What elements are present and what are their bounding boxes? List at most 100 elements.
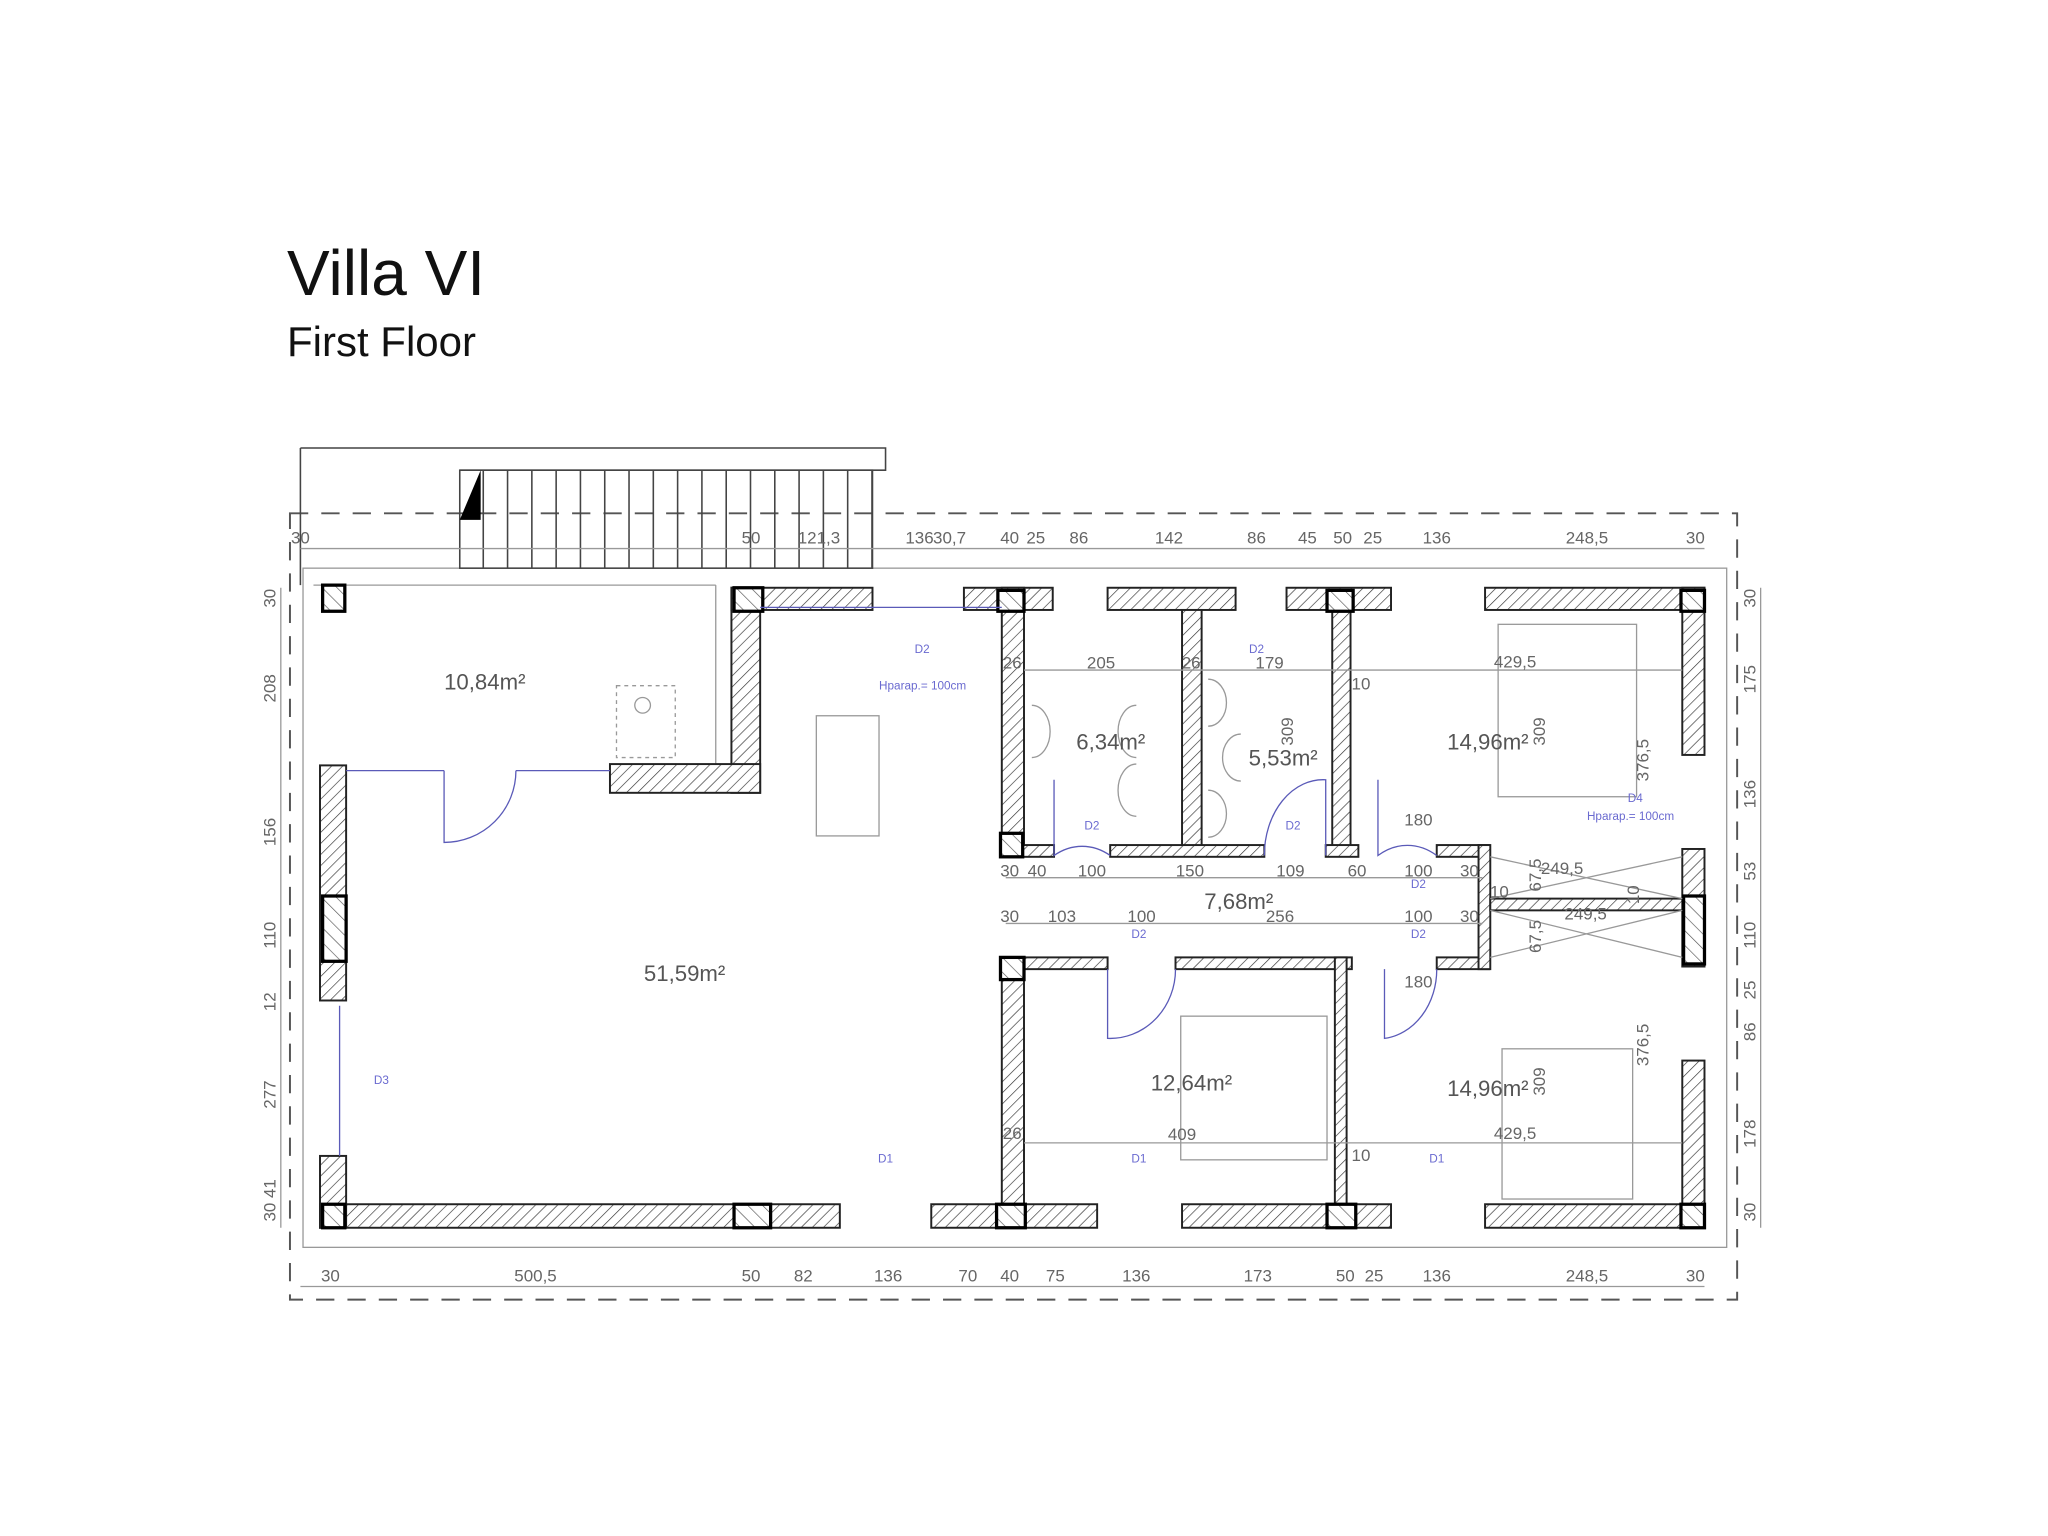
door-tag: D1 (1131, 1152, 1146, 1165)
dimension-right: 110 (1740, 922, 1759, 949)
dimension-top: 86 (1069, 528, 1088, 547)
dimension-bottom: 173 (1244, 1266, 1272, 1285)
parapet-note: Hparap.= 100cm (1587, 810, 1674, 823)
room-area-bedroom-se: 14,96m² (1447, 1076, 1528, 1101)
dimension-interior: 429,5 (1494, 1124, 1536, 1143)
room-area-bedroom-ne: 14,96m² (1447, 730, 1528, 755)
dimension-bottom: 50 (742, 1266, 761, 1285)
dimension-interior: 10 (1352, 675, 1371, 694)
dimension-left: 277 (261, 1080, 280, 1108)
dimension-top: 30 (291, 528, 310, 547)
room-labels: 10,84m² 51,59m² 6,34m² 5,53m² 14,96m² 7,… (444, 670, 1529, 1101)
dimension-interior: 103 (1048, 907, 1076, 926)
dimension-bottom: 82 (794, 1266, 813, 1285)
dimension-interior: 429,5 (1494, 652, 1536, 671)
dimension-interior: 309 (1278, 717, 1297, 745)
door-tag: D1 (878, 1152, 893, 1165)
notes: Hparap.= 100cm Hparap.= 100cm (879, 680, 1674, 824)
dimension-interior: 30 (1460, 907, 1479, 926)
dimension-interior: 109 (1276, 861, 1304, 880)
dimension-left: 12 (261, 992, 280, 1011)
door-tag: D2 (1249, 643, 1264, 656)
dimension-top: 50 (1333, 528, 1352, 547)
dimension-top: 136 (905, 528, 933, 547)
dimension-interior: 26 (1003, 1124, 1022, 1143)
door-tag: D2 (1286, 819, 1301, 832)
dimension-top: 45 (1298, 528, 1317, 547)
room-area-bath2: 5,53m² (1249, 745, 1318, 770)
columns (320, 583, 1707, 1230)
dimension-interior: 180 (1404, 810, 1432, 829)
dimension-interior: 179 (1255, 654, 1283, 673)
furniture (615, 623, 1683, 1200)
dimension-right: 136 (1740, 780, 1759, 808)
dimension-interior: 100 (1404, 861, 1432, 880)
dimension-bottom: 40 (1000, 1266, 1019, 1285)
door-tag: D2 (1131, 928, 1146, 941)
page-title: Villa VI (287, 237, 486, 309)
dimension-interior: 180 (1404, 972, 1432, 991)
dimension-interior: 10 (1624, 885, 1643, 904)
dimension-left: 156 (261, 818, 280, 846)
dimension-interior: 60 (1348, 861, 1367, 880)
dimension-top: 40 (1000, 528, 1019, 547)
dimension-left: 208 (261, 674, 280, 702)
page-subtitle: First Floor (287, 318, 476, 365)
dimension-interior: 376,5 (1633, 1024, 1652, 1066)
dimension-interior: 67,5 (1526, 920, 1545, 953)
dimension-interior: 10 (1352, 1146, 1371, 1165)
dimension-interior: 67,5 (1526, 859, 1545, 892)
staircase (299, 447, 887, 765)
dimension-right: 30 (1740, 589, 1759, 608)
door-tag: D2 (915, 643, 930, 656)
dimension-top: 121,3 (798, 528, 840, 547)
dimension-right: 175 (1740, 665, 1759, 693)
dimension-top: 86 (1247, 528, 1266, 547)
dimension-bottom: 75 (1046, 1266, 1065, 1285)
dimension-top: 248,5 (1566, 528, 1608, 547)
dimension-right: 25 (1740, 981, 1759, 1000)
dimension-interior: 205 (1087, 654, 1115, 673)
dimension-left: 41 (261, 1179, 280, 1198)
dimension-bottom: 25 (1365, 1266, 1384, 1285)
dimension-top: 142 (1155, 528, 1183, 547)
dimension-interior: 30 (1000, 861, 1019, 880)
dimension-bottom: 70 (958, 1266, 977, 1285)
doors (338, 606, 1438, 1156)
dimension-interior: 309 (1530, 717, 1549, 745)
dimension-bottom: 500,5 (514, 1266, 556, 1285)
dimension-bottom: 50 (1336, 1266, 1355, 1285)
dimension-top: 136 (1423, 528, 1451, 547)
dimension-interior: 10 (1490, 882, 1509, 901)
door-tag: D2 (1411, 928, 1426, 941)
dimension-interior: 249,5 (1541, 859, 1583, 878)
dimension-top: 30 (1686, 528, 1705, 547)
dimension-top: 50 (742, 528, 761, 547)
door-tag: D2 (1411, 878, 1426, 891)
dimension-top: 30,7 (933, 528, 966, 547)
dimension-bottom: 30 (321, 1266, 340, 1285)
dimension-interior: 100 (1078, 861, 1106, 880)
dimension-right: 53 (1740, 862, 1759, 881)
dimension-interior: 40 (1028, 861, 1047, 880)
dimension-bottom: 30 (1686, 1266, 1705, 1285)
dimension-interior: 30 (1460, 861, 1479, 880)
dimension-interior: 26 (1003, 654, 1022, 673)
parapet-note: Hparap.= 100cm (879, 680, 966, 693)
dimension-interior: 409 (1168, 1125, 1196, 1144)
dimension-bottom: 248,5 (1566, 1266, 1608, 1285)
dimension-interior: 309 (1530, 1067, 1549, 1095)
room-area-bath1: 6,34m² (1076, 730, 1145, 755)
dimension-interior: 30 (1000, 907, 1019, 926)
dimension-interior: 256 (1266, 907, 1294, 926)
dimension-interior: 26 (1182, 654, 1201, 673)
room-area-hall-upper: 10,84m² (444, 670, 525, 695)
dashed-boundary (288, 512, 1739, 1301)
room-area-corridor: 7,68m² (1204, 889, 1273, 914)
dimension-left: 30 (261, 1203, 280, 1222)
dimension-bottom: 136 (1122, 1266, 1150, 1285)
room-area-bedroom-s: 12,64m² (1151, 1071, 1232, 1096)
dimension-right: 30 (1740, 1203, 1759, 1222)
